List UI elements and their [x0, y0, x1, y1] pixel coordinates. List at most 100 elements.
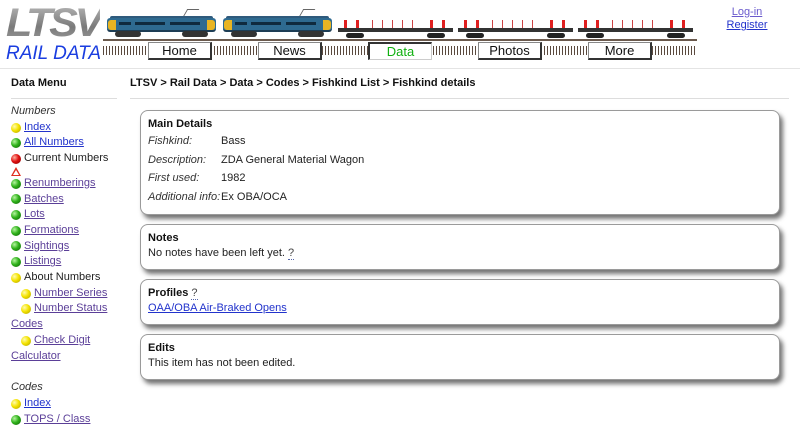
green-dot-icon — [11, 178, 21, 189]
detail-label: First used: — [148, 172, 200, 184]
sidebar-item-current-numbers: Current Numbers — [11, 151, 123, 167]
sidebar-title: Data Menu — [11, 77, 67, 89]
sidebar-item-codes-index[interactable]: Index — [11, 396, 123, 412]
sidebar-item-warning[interactable] — [11, 166, 123, 176]
green-dot-icon — [11, 414, 21, 425]
notes-text: No notes have been left yet. — [148, 247, 285, 259]
nav-news-button[interactable]: News — [258, 42, 322, 60]
sidebar-link[interactable]: Index — [24, 120, 51, 133]
detail-value: ZDA General Material Wagon — [221, 153, 365, 166]
sidebar-item-number-series[interactable]: Number Series — [11, 286, 123, 302]
yellow-dot-icon — [11, 398, 21, 409]
sidebar-link[interactable]: Sightings — [24, 239, 70, 252]
sidebar-item-index[interactable]: Index — [11, 120, 123, 136]
sidebar-section-numbers: Numbers — [11, 105, 56, 117]
yellow-dot-icon — [11, 122, 21, 133]
sidebar-item-check-digit[interactable]: Check Digit — [11, 333, 123, 349]
sidebar-label: About Numbers — [24, 271, 101, 284]
notes-title: Notes — [148, 232, 179, 244]
sidebar-link[interactable]: Number Status — [34, 302, 108, 315]
sidebar-link[interactable]: Codes — [11, 318, 43, 331]
sidebar-item-tops-class[interactable]: TOPS / Class — [11, 412, 123, 428]
sidebar-link[interactable]: Lots — [24, 208, 45, 221]
wagon-image — [458, 20, 573, 38]
profiles-help-icon[interactable]: ? — [191, 287, 198, 300]
nav-home-button[interactable]: Home — [148, 42, 212, 60]
sidebar-item-calculator[interactable]: Calculator — [11, 349, 123, 365]
logo-ltsv-text: LTSV — [6, 1, 103, 45]
sidebar-item-number-status[interactable]: Number Status — [11, 301, 123, 317]
sidebar-link[interactable]: Calculator — [11, 349, 61, 362]
notes-help-icon[interactable]: ? — [288, 247, 295, 260]
yellow-dot-icon — [11, 272, 21, 283]
sidebar-link[interactable]: Number Series — [34, 286, 108, 299]
sidebar-link[interactable]: Listings — [24, 255, 62, 268]
detail-label: Fishkind: — [148, 135, 193, 147]
sidebar-label: Current Numbers — [24, 152, 109, 165]
sidebar-item-about-numbers: About Numbers — [11, 270, 123, 286]
detail-row-fishkind: Fishkind: Bass — [148, 132, 772, 151]
wagon-image — [578, 20, 693, 38]
detail-label: Additional info: — [148, 190, 221, 203]
sidebar-item-batches[interactable]: Batches — [11, 192, 123, 208]
detail-row-additional-info: Additional info: Ex OBA/OCA — [148, 188, 772, 207]
detail-row-description: Description: ZDA General Material Wagon — [148, 151, 772, 170]
sidebar-item-sightings[interactable]: Sightings — [11, 239, 123, 255]
edits-text: This item has not been edited. — [148, 357, 296, 369]
main-content: LTSV > Rail Data > Data > Codes > Fishki… — [130, 76, 790, 389]
detail-row-first-used: First used: 1982 — [148, 169, 772, 188]
sidebar-link[interactable]: All Numbers — [24, 136, 84, 149]
sidebar-link[interactable]: TOPS / Class — [24, 412, 91, 425]
notes-text-row: No notes have been left yet. ? — [148, 246, 772, 261]
yellow-dot-icon — [21, 288, 31, 299]
profiles-card: Profiles ? OAA/OBA Air-Braked Opens — [140, 279, 780, 325]
breadcrumb: LTSV > Rail Data > Data > Codes > Fishki… — [130, 77, 476, 89]
header-divider — [0, 68, 800, 69]
green-dot-icon — [11, 257, 21, 268]
sidebar-link[interactable]: Renumberings — [24, 176, 96, 189]
sidebar-link[interactable]: Batches — [24, 192, 64, 205]
profiles-title: Profiles — [148, 287, 189, 299]
main-details-card: Main Details Fishkind: Bass Description:… — [140, 110, 780, 215]
nav-more-button[interactable]: More — [588, 42, 652, 60]
green-dot-icon — [11, 225, 21, 236]
site-header: LTSV RAIL DATA — [0, 0, 800, 66]
green-dot-icon — [11, 241, 21, 252]
sidebar-item-listings[interactable]: Listings — [11, 254, 123, 270]
sidebar-link[interactable]: Check Digit — [34, 333, 91, 346]
sidebar-item-codes[interactable]: Codes — [11, 317, 123, 333]
nav-photos-button[interactable]: Photos — [478, 42, 542, 60]
sidebar-item-renumberings[interactable]: Renumberings — [11, 176, 123, 192]
ltsv-logo[interactable]: LTSV RAIL DATA — [4, 1, 104, 64]
notes-card: Notes No notes have been left yet. ? — [140, 224, 780, 270]
yellow-dot-icon — [21, 335, 31, 346]
detail-label: Description: — [148, 153, 207, 166]
profile-link-oaa-oba[interactable]: OAA/OBA Air-Braked Opens — [148, 302, 287, 314]
wagon-image — [338, 20, 453, 38]
nav-data-button[interactable]: Data — [368, 42, 432, 60]
green-dot-icon — [11, 194, 21, 205]
sidebar-link[interactable]: Formations — [24, 223, 80, 236]
edits-title: Edits — [148, 342, 175, 354]
warning-triangle-icon[interactable] — [11, 166, 21, 176]
sidebar-item-lots[interactable]: Lots — [11, 207, 123, 223]
green-dot-icon — [11, 210, 21, 221]
yellow-dot-icon — [21, 304, 31, 315]
train-banner-image — [103, 9, 698, 40]
green-dot-icon — [11, 138, 21, 149]
sidebar-divider — [11, 98, 117, 99]
sidebar-item-all-numbers[interactable]: All Numbers — [11, 135, 123, 151]
main-details-title: Main Details — [148, 118, 213, 130]
locomotive-image — [221, 9, 334, 39]
edits-card: Edits This item has not been edited. — [140, 334, 780, 380]
sidebar-link[interactable]: Index — [24, 396, 51, 409]
register-link[interactable]: Register — [726, 19, 768, 31]
locomotive-image — [105, 9, 218, 39]
rail-track-line — [103, 39, 697, 41]
logo-rail-data-text: RAIL DATA — [6, 43, 102, 64]
login-link[interactable]: Log-in — [731, 6, 763, 18]
sidebar-item-formations[interactable]: Formations — [11, 223, 123, 239]
detail-value: Ex OBA/OCA — [221, 190, 288, 203]
data-menu-sidebar: Data Menu Numbers Index All Numbers Curr… — [11, 76, 123, 427]
breadcrumb-divider — [130, 98, 789, 99]
